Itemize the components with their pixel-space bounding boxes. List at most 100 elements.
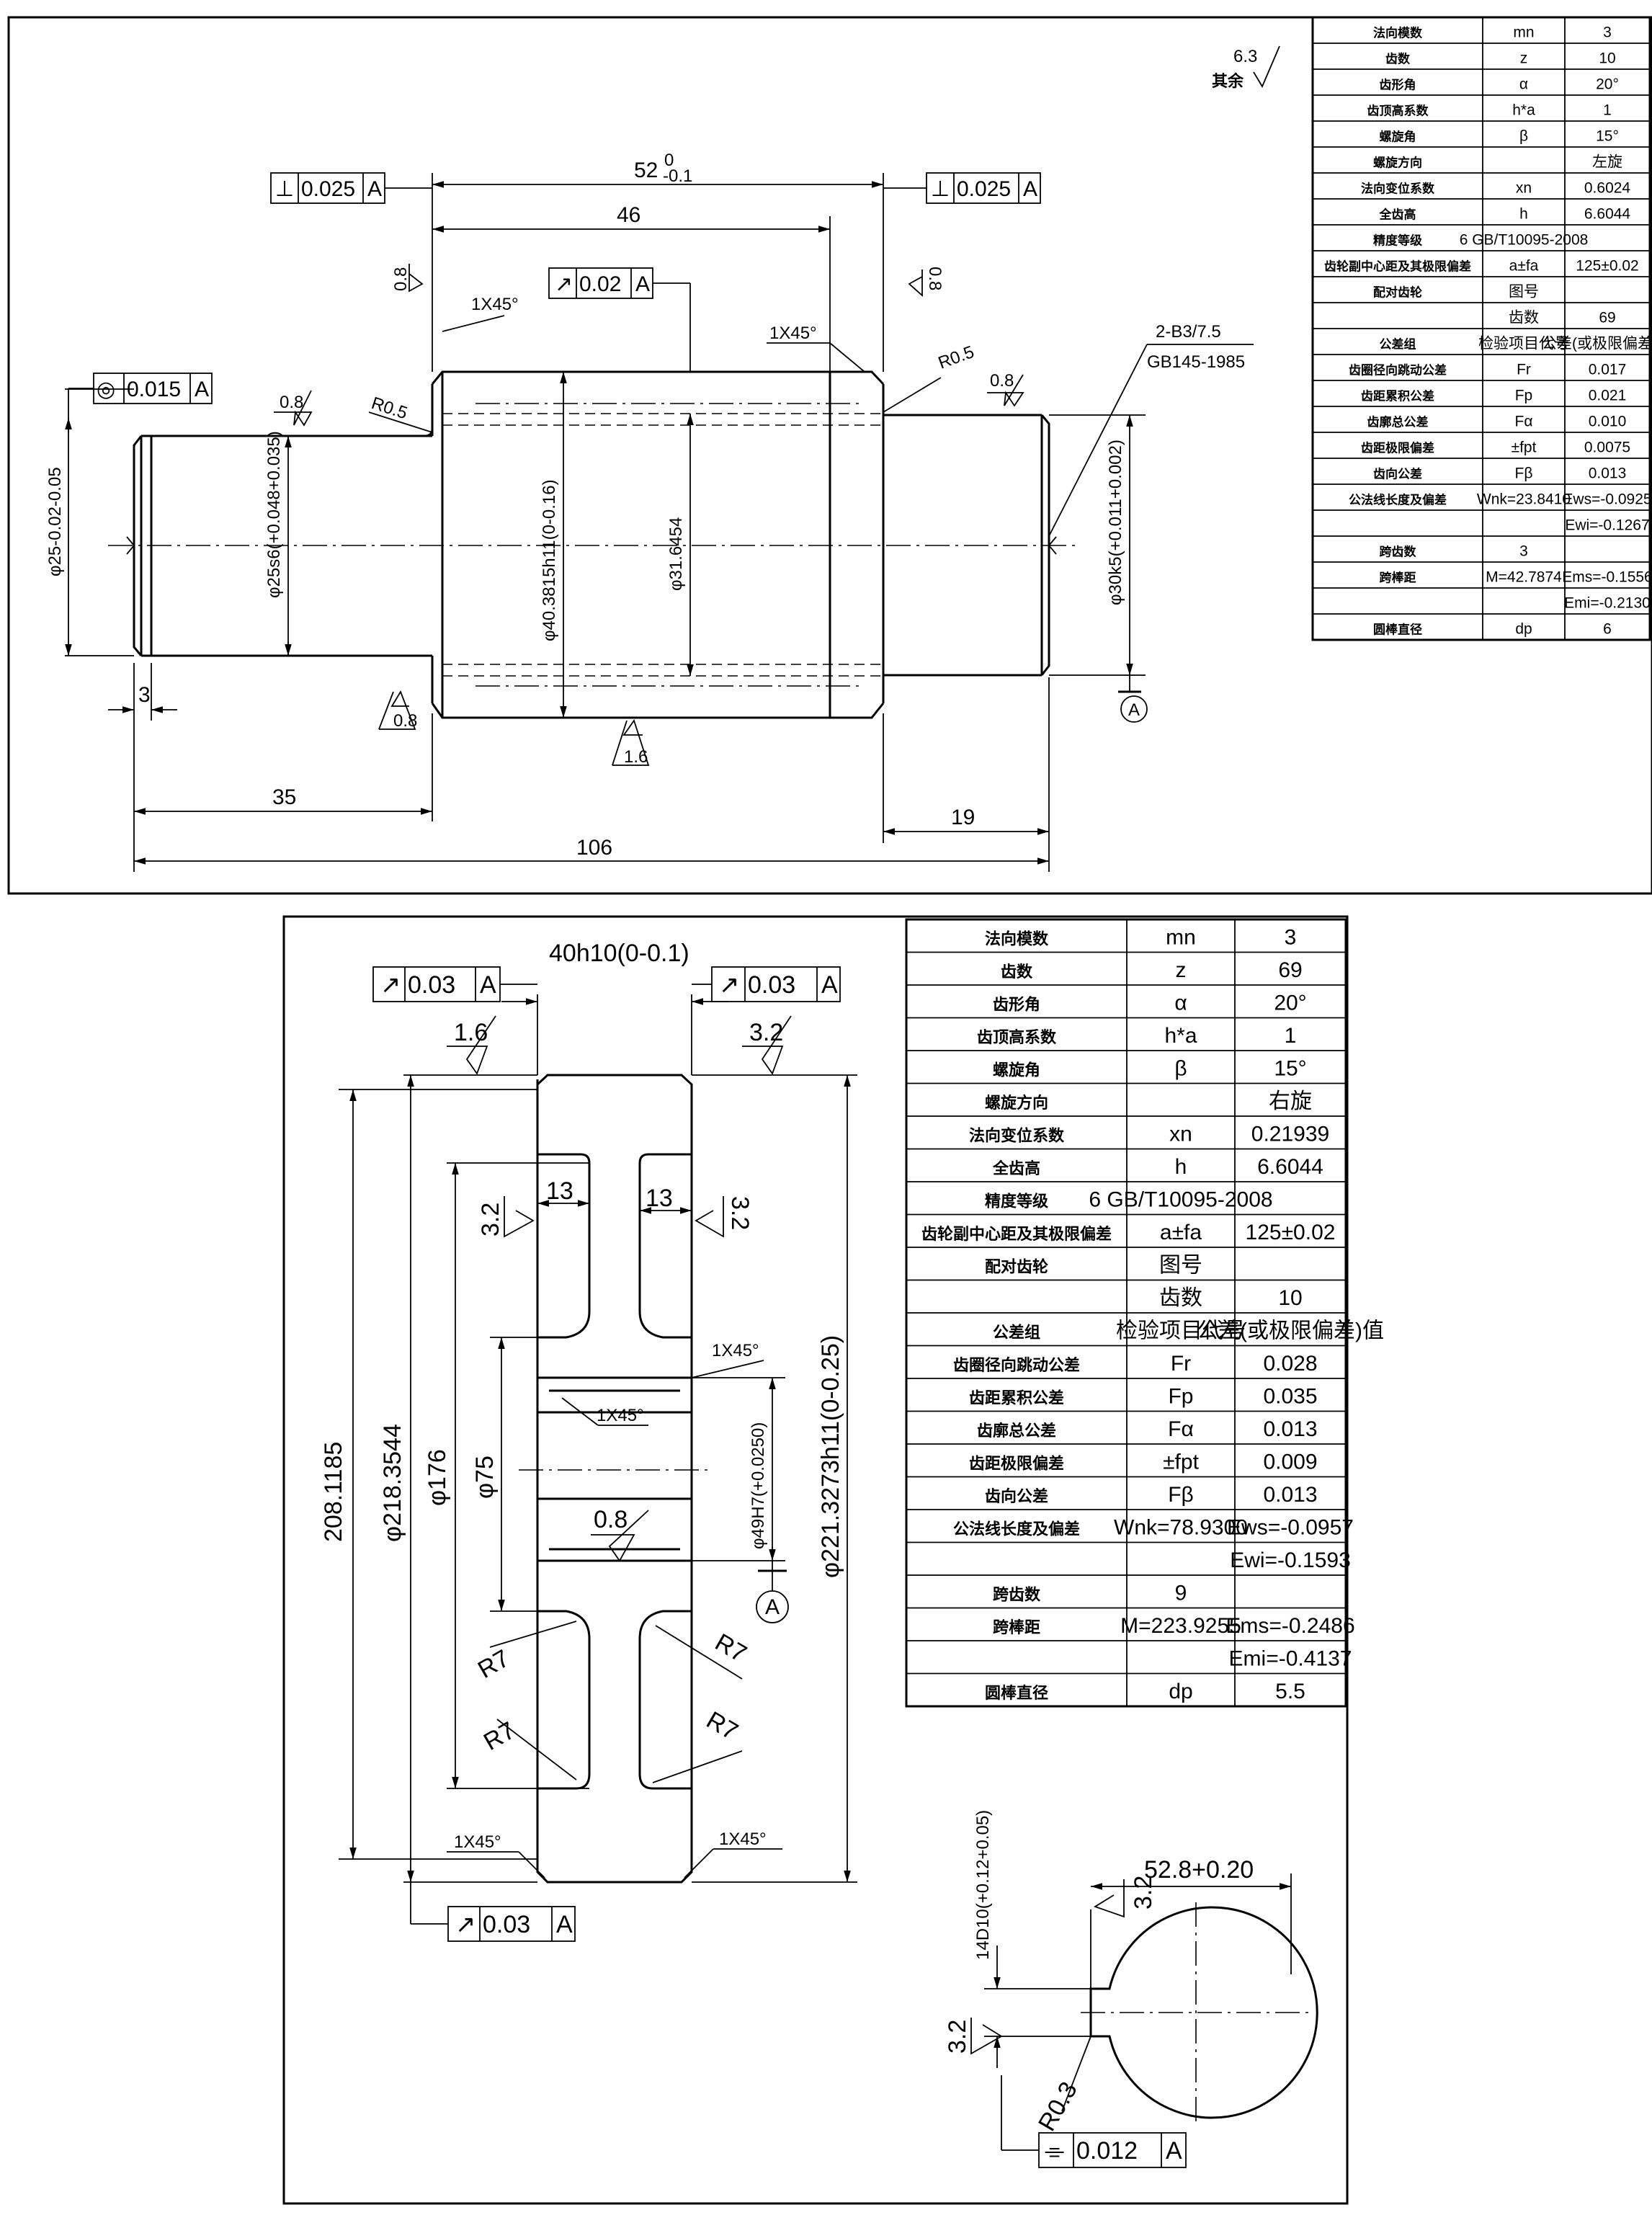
dia-bore: φ49H7(+0.0250) xyxy=(749,1422,768,1549)
table2-cell: h*a xyxy=(1164,1024,1197,1048)
table1-cell: 公法线长度及偏差 xyxy=(1349,492,1447,507)
svg-text:1.6: 1.6 xyxy=(454,1019,488,1046)
table2-cell: 齿数 xyxy=(1159,1286,1202,1310)
dim-46: 46 xyxy=(617,203,640,227)
table1-cell: 螺旋方向 xyxy=(1373,155,1422,169)
svg-text:0.8: 0.8 xyxy=(925,267,945,290)
table1-cell: Ewi=-0.1267 xyxy=(1565,517,1649,533)
table2-cell: 检验项目代号 xyxy=(1116,1319,1246,1343)
table2-cell: 齿圈径向跳动公差 xyxy=(953,1356,1080,1374)
roughness-face-left: 0.8 xyxy=(391,264,424,293)
svg-text:A: A xyxy=(480,971,496,999)
table1-cell: 跨齿数 xyxy=(1380,544,1417,558)
gear-sheet: 40h10(0-0.1) 208.1185 φ218.3544 φ176 φ75… xyxy=(282,915,1384,2205)
gdt-perp-right: ⊥ 0.025 A xyxy=(883,172,1041,204)
table2-cell: Fβ xyxy=(1168,1483,1194,1507)
keyway-view: 52.8+0.20 14D10(+0.12+0.05) R0.3 3.2 3.2… xyxy=(944,1810,1318,2168)
table2-cell: 螺旋方向 xyxy=(985,1094,1048,1112)
svg-text:0.03: 0.03 xyxy=(483,1911,530,1938)
table1-cell: 齿向公差 xyxy=(1373,466,1422,481)
table1-cell: 全齿高 xyxy=(1379,207,1416,221)
svg-text:0.8: 0.8 xyxy=(990,371,1014,391)
radius-1: R7 xyxy=(473,1644,514,1684)
table1-cell: mn xyxy=(1513,24,1534,40)
table1-cell: 圆棒直径 xyxy=(1373,622,1422,636)
svg-text:A: A xyxy=(1166,2137,1182,2165)
dim-3: 3 xyxy=(138,683,151,707)
svg-text:⊥: ⊥ xyxy=(275,177,294,201)
table2-cell: Ewi=-0.1593 xyxy=(1230,1548,1351,1572)
table2-cell: 1 xyxy=(1285,1024,1297,1048)
table1-cell: 跨棒距 xyxy=(1380,570,1416,584)
roughness-face-right: 0.8 xyxy=(908,267,945,298)
svg-text:A: A xyxy=(1128,700,1140,720)
table1-cell: ±fpt xyxy=(1512,439,1537,455)
table1-cell: β xyxy=(1519,128,1528,144)
table1-cell: 配对齿轮 xyxy=(1373,285,1422,299)
table1-cell: 3 xyxy=(1603,24,1612,40)
chamfer-4: 1X45° xyxy=(719,1830,767,1849)
svg-text:↗: ↗ xyxy=(455,1911,476,1938)
table2-cell: 齿向公差 xyxy=(985,1487,1048,1505)
table1-cell: Ems=-0.1556 xyxy=(1562,569,1652,585)
roughness-right-journal: 0.8 xyxy=(987,371,1024,407)
table1-cell: h*a xyxy=(1512,102,1535,118)
table2-cell: 公法线长度及偏差 xyxy=(953,1520,1080,1538)
roughness-web-left: 3.2 xyxy=(477,1196,535,1238)
table1-cell: α xyxy=(1519,76,1528,92)
dia-75: φ75 xyxy=(471,1456,499,1499)
table1-cell: 齿轮副中心距及其极限偏差 xyxy=(1324,259,1471,273)
table2-cell: mn xyxy=(1166,926,1196,950)
datum-a-gear: A xyxy=(756,1561,789,1623)
table2-cell: 齿形角 xyxy=(993,996,1040,1014)
table1-cell: 齿廓总公差 xyxy=(1367,414,1429,429)
roughness-other-value: 6.3 xyxy=(1233,47,1257,66)
table1-cell: 1 xyxy=(1603,102,1612,118)
table2-cell: Fp xyxy=(1168,1385,1193,1409)
table2-cell: 齿距累积公差 xyxy=(969,1389,1064,1407)
gdt-symmetry-keyway: ⌯ 0.012 A xyxy=(1001,2075,1187,2168)
table2-cell: Fr xyxy=(1171,1352,1191,1376)
radius-2: R7 xyxy=(710,1628,751,1668)
table2-cell: 0.035 xyxy=(1263,1385,1317,1409)
table2-cell: 0.013 xyxy=(1263,1417,1317,1441)
dim-52: 52 xyxy=(634,159,658,182)
radius-4: R7 xyxy=(702,1706,743,1746)
svg-text:⌯: ⌯ xyxy=(1045,2137,1064,2165)
table1-cell: dp xyxy=(1515,620,1532,637)
table2-cell: 精度等级 xyxy=(985,1193,1048,1211)
table2-cell: 螺旋角 xyxy=(993,1061,1040,1079)
table2-cell: 齿廓总公差 xyxy=(977,1422,1056,1440)
dim-19: 19 xyxy=(951,806,975,829)
table2-cell: 0.028 xyxy=(1263,1352,1317,1376)
table1-cell: 齿距累积公差 xyxy=(1361,388,1434,403)
table1-cell: a±fa xyxy=(1509,257,1539,274)
svg-text:3.2: 3.2 xyxy=(749,1019,783,1046)
svg-text:A: A xyxy=(821,971,838,999)
table2-cell: Emi=-0.4137 xyxy=(1229,1647,1352,1671)
svg-text:1.6: 1.6 xyxy=(624,747,648,767)
table1-cell: 公差(或极限偏差)值 xyxy=(1542,335,1652,352)
table2-cell: h xyxy=(1175,1155,1187,1179)
keyway-radius: R0.3 xyxy=(1033,2077,1083,2136)
table2-cell: Ems=-0.2486 xyxy=(1225,1614,1354,1638)
roughness-bottom-gear: 1.6 xyxy=(612,719,650,767)
table1-cell: 0.017 xyxy=(1589,361,1627,378)
table2-cell: 125±0.02 xyxy=(1246,1221,1336,1244)
roughness-other: 6.3 其余 xyxy=(1212,45,1280,91)
table2-cell: Wnk=78.9300 xyxy=(1114,1516,1248,1540)
table1-cell: Fα xyxy=(1515,413,1533,429)
shaft-outline xyxy=(108,370,1081,719)
svg-text:0.8: 0.8 xyxy=(280,393,303,412)
table2-cell: 9 xyxy=(1175,1582,1187,1605)
table1-cell: h xyxy=(1519,205,1528,222)
table2-cell: a±fa xyxy=(1160,1221,1202,1244)
svg-text:0.02: 0.02 xyxy=(579,272,621,296)
svg-text:0.03: 0.03 xyxy=(748,971,795,999)
table2-cell: 配对齿轮 xyxy=(985,1258,1048,1276)
table1-cell: 69 xyxy=(1599,309,1615,326)
table1-cell: 螺旋角 xyxy=(1380,129,1416,143)
shaft-annotations: 1X45° 1X45° R0.5 R0.5 2-B3/7.5 GB145-198… xyxy=(68,45,1280,767)
